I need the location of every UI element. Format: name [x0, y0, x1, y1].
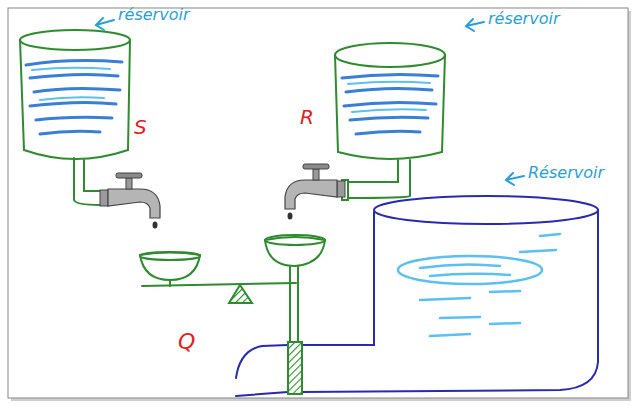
small-reservoir-left: [20, 30, 130, 205]
letter-label: S: [134, 116, 147, 138]
callout-arrows: [96, 18, 524, 185]
tap-left: [100, 173, 160, 229]
frame: [8, 8, 628, 398]
reservoir-label: réservoir: [488, 10, 559, 28]
letter-label: Q: [178, 330, 195, 354]
small-reservoir-right: [335, 43, 445, 200]
balance: [140, 235, 325, 344]
tap-right: [285, 164, 345, 220]
letter-label: R: [300, 106, 314, 128]
reservoir-label: réservoir: [118, 6, 189, 24]
reservoir-label: Réservoir: [528, 164, 604, 182]
large-reservoir: [236, 196, 598, 396]
valve: [288, 342, 302, 394]
